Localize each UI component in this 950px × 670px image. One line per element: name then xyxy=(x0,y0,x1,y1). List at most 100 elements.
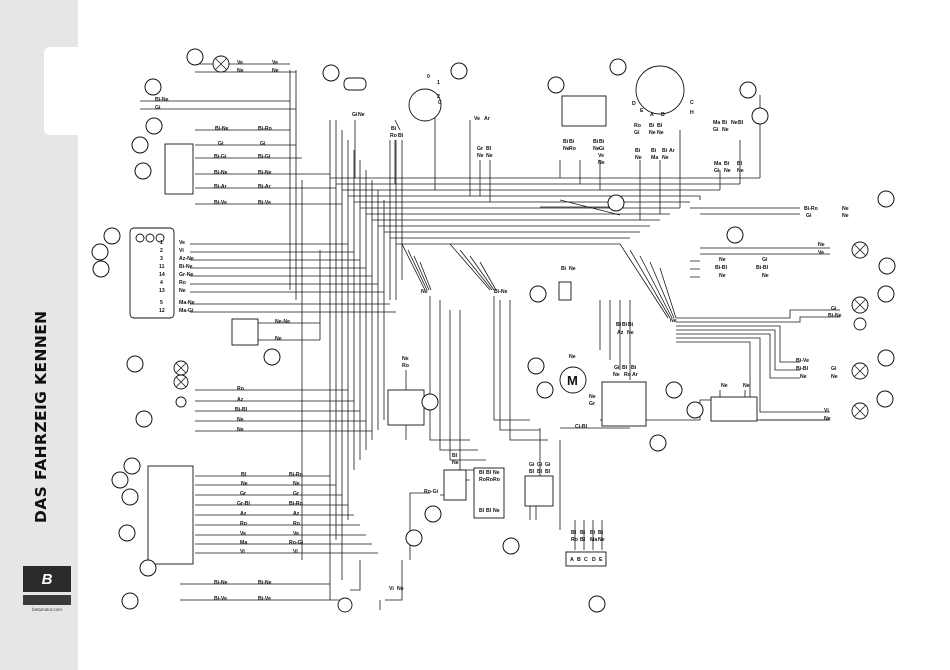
wire-label: Bi-Ne xyxy=(214,580,228,586)
wire-label: Ci-Bl xyxy=(575,424,588,430)
wire-label: 2 xyxy=(437,94,440,100)
wire-label: Bi-Bl xyxy=(796,366,809,372)
callout xyxy=(877,349,895,367)
wire-label: Ne xyxy=(241,481,248,487)
wire-label: Bl xyxy=(486,146,492,152)
wire-label: Ne xyxy=(731,120,738,126)
wire-label: Ne xyxy=(800,374,807,380)
wire-label: Bi-Ne xyxy=(179,264,193,270)
callout xyxy=(588,595,606,613)
wire-label: Ve xyxy=(293,531,299,537)
wire-label: Ne xyxy=(662,155,669,161)
wire-label: B xyxy=(577,557,581,563)
wire-label: Ne xyxy=(237,68,244,74)
wire-label: Bl xyxy=(529,469,535,475)
wire-label: Ne xyxy=(627,330,634,336)
wire-label: Ne xyxy=(421,289,428,295)
sensor-small xyxy=(558,281,572,301)
callout xyxy=(123,457,141,475)
wire-label: Bi-Ve xyxy=(258,200,271,206)
wire-label: Ro-Gi xyxy=(424,489,439,495)
wire-label: Ne xyxy=(722,127,729,133)
wire-label: Ro xyxy=(240,521,247,527)
callout xyxy=(263,348,281,366)
rectifier-right xyxy=(524,475,554,507)
wire-label: Ro xyxy=(571,537,578,543)
wire-label: Ne xyxy=(179,288,186,294)
wire-label: Ro xyxy=(569,146,576,152)
wire-label: C xyxy=(584,557,588,563)
wire-label: 14 xyxy=(159,272,165,278)
wire-label: Gi xyxy=(537,462,543,468)
wire-label: Ro xyxy=(293,521,300,527)
brand-wordmark xyxy=(23,595,71,605)
wire-label: Az xyxy=(293,511,300,517)
components: M xyxy=(129,55,869,613)
wire-label: Ro xyxy=(402,363,409,369)
wire-label: Bi-Ne xyxy=(214,170,228,176)
wire-label: Bi-Ne xyxy=(828,313,842,319)
wire-label: Gi xyxy=(634,130,640,136)
wire-label: Bi xyxy=(561,266,567,272)
wire-label: Gi xyxy=(545,462,551,468)
wire-label: Bi xyxy=(580,530,586,536)
callout xyxy=(878,257,896,275)
battery xyxy=(710,396,758,422)
wire-label: Vi xyxy=(293,549,298,555)
wire-label: Bl xyxy=(622,365,628,371)
callout xyxy=(134,162,152,180)
wire-label: Ne xyxy=(237,427,244,433)
callout xyxy=(536,381,554,399)
wire-label: Ne xyxy=(824,416,831,422)
wire-label: Bl xyxy=(537,469,543,475)
wire-label: Bi-Bl xyxy=(235,407,248,413)
wire-label: Bi xyxy=(724,161,730,167)
wire-label: E xyxy=(599,557,603,563)
wire-label: Ne xyxy=(724,168,731,174)
wire-label: Ne xyxy=(842,206,849,212)
wire-label: Bl xyxy=(486,508,492,514)
wire-label: Ne xyxy=(719,273,726,279)
wire-label: 4 xyxy=(160,280,163,286)
wire-label: Ve xyxy=(818,250,824,256)
wire-label: Bi-Ar xyxy=(258,184,271,190)
wire-label: Ne xyxy=(593,146,600,152)
wire-label: Bl xyxy=(657,123,663,129)
wire-label: Gr-Ne xyxy=(179,272,194,278)
wire-label: Bl xyxy=(486,470,492,476)
callout xyxy=(527,357,545,375)
wire-label: Bl xyxy=(616,322,622,328)
wire-label: Ne xyxy=(452,460,459,466)
wire-label: Ne xyxy=(635,155,642,161)
wire-label: Az-Ne xyxy=(179,256,194,262)
wire-label: Gi xyxy=(260,141,266,147)
callout xyxy=(665,381,683,399)
wire-label: Ne xyxy=(397,586,404,592)
callout xyxy=(111,471,129,489)
wire-label: Bi xyxy=(649,123,655,129)
wire-label: Bi-Ne xyxy=(258,170,272,176)
brand-mark: B xyxy=(23,566,71,592)
wire-label: Bl xyxy=(241,472,247,478)
wire-label: Bi-Ro xyxy=(289,501,303,507)
callout xyxy=(121,592,139,610)
relay-module xyxy=(231,318,259,346)
wire-label: Bl xyxy=(737,161,743,167)
callout xyxy=(877,285,895,303)
wire-label: Gi xyxy=(614,365,620,371)
connector-top xyxy=(343,77,367,91)
wire-label: Ne xyxy=(563,146,570,152)
wire-label: Bl xyxy=(452,453,458,459)
wire-label: Ne xyxy=(613,372,620,378)
wire-label: Ro xyxy=(390,133,397,139)
callout xyxy=(91,243,109,261)
wire-label: 12 xyxy=(159,308,165,314)
callout xyxy=(502,537,520,555)
wire-label: Ve xyxy=(272,60,278,66)
wire-label: Gi xyxy=(831,306,837,312)
sensor-unit xyxy=(443,469,467,501)
wire-label: Gi xyxy=(155,105,161,111)
wire-label: Ne xyxy=(842,213,849,219)
wire-label: Ne-Ne xyxy=(275,319,290,325)
wire-label: Ar xyxy=(632,372,638,378)
